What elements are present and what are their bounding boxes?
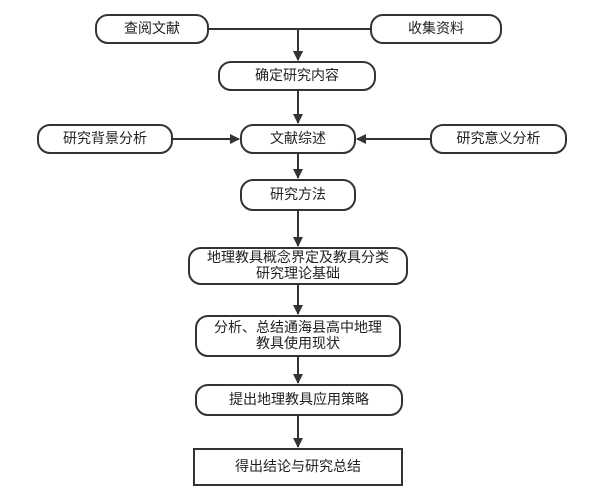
node-box-concept — [188, 247, 408, 285]
node-method: 研究方法 — [240, 179, 356, 211]
node-label-collect: 收集资料 — [408, 20, 464, 37]
node-label-method: 研究方法 — [270, 187, 326, 203]
node-box-status — [195, 315, 401, 357]
node-concept: 地理教具概念界定及教具分类研究理论基础 — [188, 247, 408, 285]
node-label-determine: 确定研究内容 — [255, 67, 339, 84]
node-conclusion: 得出结论与研究总结 — [193, 448, 403, 486]
node-label-strategy: 提出地理教具应用策略 — [229, 391, 369, 408]
edge-collect-to-determine — [293, 28, 371, 61]
node-label-conclusion: 得出结论与研究总结 — [235, 458, 361, 475]
node-box-strategy — [195, 384, 403, 416]
node-box-conclusion — [193, 448, 403, 486]
node-label-background: 研究背景分析 — [63, 131, 147, 147]
node-box-background — [37, 124, 173, 154]
node-strategy: 提出地理教具应用策略 — [195, 384, 403, 416]
node-label-consult: 查阅文献 — [124, 21, 180, 37]
node-label-concept: 地理教具概念界定及教具分类研究理论基础 — [207, 249, 389, 282]
edge-consult-to-determine — [208, 28, 303, 61]
node-significance: 研究意义分析 — [430, 124, 567, 154]
node-label-review: 文献综述 — [270, 131, 326, 147]
node-consult: 查阅文献 — [95, 14, 209, 44]
edge-layer — [172, 28, 431, 448]
node-box-method — [240, 179, 356, 211]
node-box-collect — [370, 14, 502, 44]
node-box-determine — [218, 61, 376, 91]
node-label-status: 分析、总结通海县高中地理教具使用现状 — [214, 319, 382, 352]
node-box-review — [240, 124, 356, 154]
node-determine: 确定研究内容 — [218, 61, 376, 91]
node-box-significance — [430, 124, 567, 154]
node-review: 文献综述 — [240, 124, 356, 154]
node-box-consult — [95, 14, 209, 44]
node-label-significance: 研究意义分析 — [457, 130, 541, 147]
node-status: 分析、总结通海县高中地理教具使用现状 — [195, 315, 401, 357]
node-background: 研究背景分析 — [37, 124, 173, 154]
node-collect: 收集资料 — [370, 14, 502, 44]
